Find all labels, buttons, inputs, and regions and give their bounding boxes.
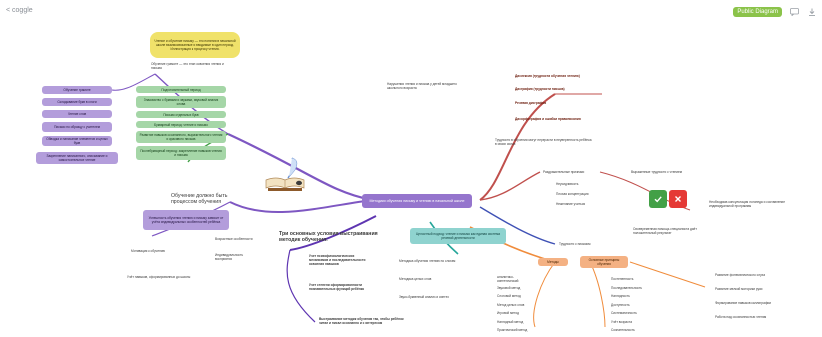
- node-red-right-1[interactable]: Трудности с письмом: [559, 241, 591, 246]
- app-brand[interactable]: < coggle: [6, 7, 33, 14]
- node-left-a1[interactable]: Обучение грамоте: [42, 86, 112, 94]
- node-left-a4[interactable]: Письмо по образцу с учителем: [42, 122, 112, 132]
- orange-right-item[interactable]: Последовательность: [611, 285, 643, 290]
- node-left-b6[interactable]: Послебукварный период: закрепление навык…: [136, 146, 226, 160]
- node-left-b2[interactable]: Знакомство с буквами и звуками, звуковой…: [136, 96, 226, 108]
- orange-left-item[interactable]: Метод целых слов: [497, 302, 525, 307]
- node-red-4[interactable]: Дисорфография и ошибки правописания: [515, 117, 581, 121]
- book-quill-illustration: [262, 150, 308, 194]
- mindmap-canvas[interactable]: Чтение и обучение письму — это понятия в…: [0, 22, 822, 337]
- orange-right-item[interactable]: Доступность: [611, 302, 630, 307]
- node-left-c3[interactable]: Индивидуальность восприятия: [215, 253, 244, 261]
- cancel-button[interactable]: [669, 190, 687, 208]
- node-left-b-title[interactable]: Обучение грамоте — это этап освоения чте…: [151, 62, 224, 70]
- node-red-right-2[interactable]: Выраженные трудности с чтением: [631, 170, 682, 174]
- orange-left-item[interactable]: Наглядный метод: [497, 319, 524, 324]
- node-red-intro[interactable]: Нарушения чтения и письма у детей младше…: [387, 82, 457, 90]
- node-red-mid-1[interactable]: Неусидчивость: [556, 181, 579, 186]
- node-ok-note[interactable]: Своевременная помощь специалиста даёт по…: [633, 227, 697, 235]
- orange-right-item[interactable]: Учёт возраста: [611, 319, 632, 324]
- yellow-note[interactable]: Чтение и обучение письму — это понятия в…: [150, 32, 240, 58]
- orange-far-item[interactable]: Развитие мелкой моторики руки: [715, 287, 763, 291]
- orange-left-item[interactable]: Звуковой метод: [497, 285, 521, 290]
- orange-left-item[interactable]: Аналитико-синтетический: [497, 276, 519, 282]
- node-left-b3[interactable]: Письмо отдельных букв: [136, 111, 226, 118]
- orange-right-item[interactable]: Постепенность: [611, 277, 634, 281]
- toolbar: Public Diagram: [733, 7, 816, 17]
- node-red-mid[interactable]: Раздражительные признаки: [543, 169, 585, 174]
- node-left-c1[interactable]: Возрастные особенности: [215, 237, 253, 241]
- orange-far-item[interactable]: Развитие фонематического слуха: [715, 273, 766, 277]
- central-topic[interactable]: Методики обучения письму и чтению в нача…: [362, 194, 472, 208]
- orange-right-item[interactable]: Сознательность: [611, 328, 635, 332]
- node-left-c2[interactable]: Мотивация к обучению: [131, 249, 166, 253]
- branch-links: [111, 73, 706, 328]
- node-red-mid-3[interactable]: Нежелание учиться: [556, 201, 586, 206]
- node-mid-2[interactable]: Учет степени сформированности познавател…: [309, 283, 364, 291]
- node-red-mid-2[interactable]: Плохая концентрация: [556, 191, 589, 196]
- orange-left-item[interactable]: Игровой метод: [497, 311, 519, 315]
- node-left-a2[interactable]: Складывание букв в слоги: [42, 98, 112, 106]
- node-orange-2[interactable]: Основные принципы обучения: [580, 256, 628, 268]
- orange-left-item[interactable]: Слоговой метод: [497, 294, 521, 298]
- check-icon: [654, 196, 662, 203]
- ok-button[interactable]: [649, 190, 667, 208]
- node-teal-3[interactable]: Звуко-буквенный анализ и синтез: [399, 295, 449, 299]
- node-red-2[interactable]: Дисграфия (трудности письма): [515, 87, 565, 91]
- node-left-b1[interactable]: Подготовительный период: [136, 86, 226, 93]
- node-red-sub[interactable]: Трудности в обучении могут перерасти в н…: [495, 138, 592, 146]
- node-mid-1[interactable]: Учет психофизиологических механизмов и п…: [309, 254, 366, 266]
- node-left-c-title[interactable]: Обучение должно быть процессом обучения: [171, 192, 228, 206]
- node-left-a5[interactable]: Обводка и написание элементов и целых бу…: [42, 136, 112, 146]
- close-icon: [675, 196, 681, 202]
- top-bar: < coggle Public Diagram: [0, 0, 822, 22]
- orange-right-item[interactable]: Наглядность: [611, 294, 630, 298]
- comment-icon[interactable]: [790, 8, 799, 16]
- public-diagram-button[interactable]: Public Diagram: [733, 7, 782, 17]
- node-teal-2[interactable]: Методика целых слов: [399, 277, 432, 281]
- orange-far-item[interactable]: Формирование навыков каллиграфии: [715, 301, 772, 305]
- node-left-a3[interactable]: Чтение слов: [42, 110, 112, 118]
- node-red-3[interactable]: Речевая дисграфия: [515, 101, 547, 105]
- node-left-a6[interactable]: Закрепление написанного, списывание и са…: [36, 152, 118, 164]
- download-icon[interactable]: [807, 8, 816, 16]
- orange-far-item[interactable]: Работа над осознанностью чтения: [715, 315, 767, 319]
- ok-cancel-buttons: [649, 190, 687, 208]
- node-left-b4[interactable]: Букварный период: чтение и письмо: [136, 121, 226, 128]
- node-left-b5[interactable]: Развитие навыков осознанного, выразитель…: [136, 131, 226, 143]
- node-red-right-note[interactable]: Необходима консультация логопеда и соста…: [709, 200, 785, 208]
- orange-left-item[interactable]: Практический метод: [497, 328, 528, 332]
- node-orange-1[interactable]: Методы: [538, 258, 568, 266]
- orange-right-item[interactable]: Систематичность: [611, 311, 637, 315]
- node-left-c4[interactable]: Учёт навыков, сформированных до школы: [127, 275, 191, 279]
- node-red-1[interactable]: Дислексия (трудности обучения чтению): [515, 74, 580, 78]
- node-teal-main[interactable]: Целостный подход: чтение и письмо как ед…: [410, 228, 506, 244]
- node-mid-3[interactable]: Выстраивание методик обучения так, чтобы…: [319, 317, 404, 325]
- node-mid-title[interactable]: Три основных условия выстраивания методи…: [279, 230, 378, 244]
- node-teal-1[interactable]: Методика обучения чтению по слогам: [399, 259, 456, 263]
- node-left-c-box[interactable]: Успешность обучения чтению и письму зави…: [143, 210, 229, 230]
